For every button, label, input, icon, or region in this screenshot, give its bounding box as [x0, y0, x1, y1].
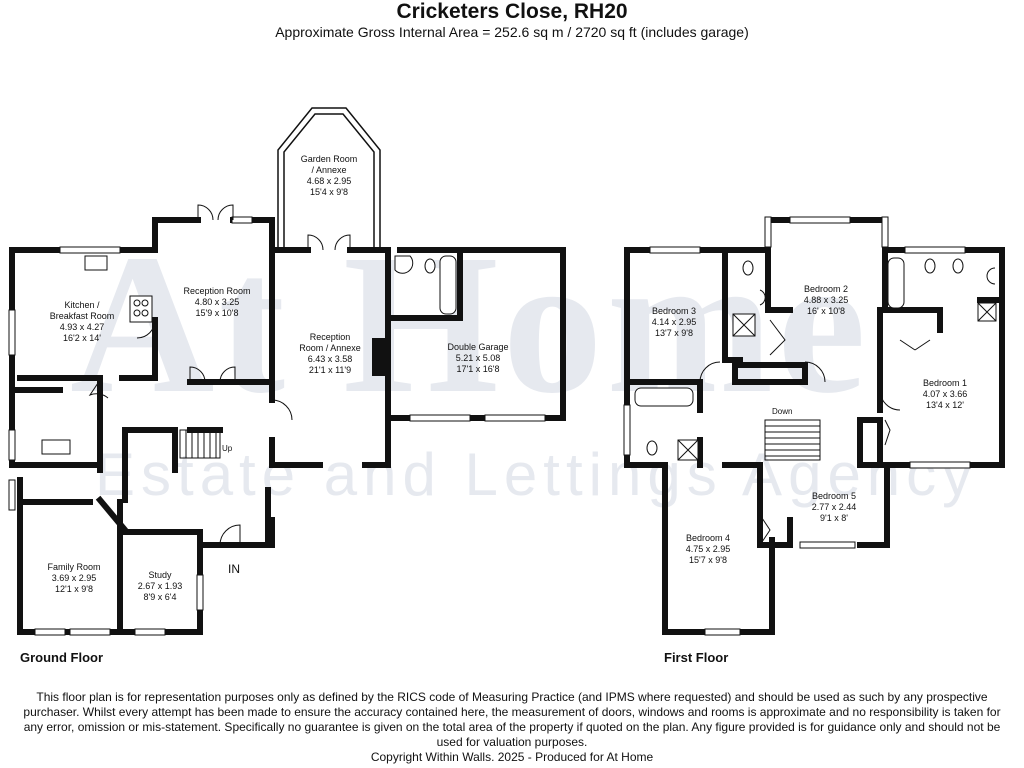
- bedroom1-name: Bedroom 1: [922, 378, 968, 388]
- kitchen-imperial: 16'2 x 14': [63, 333, 101, 343]
- reception-annexe-name: Reception Room / Annexe: [299, 332, 361, 353]
- bedroom4-name: Bedroom 4: [685, 533, 731, 543]
- bedroom3-imperial: 13'7 x 9'8: [655, 328, 693, 338]
- garden-room-name: Garden Room / Annexe: [300, 154, 358, 175]
- study-metric: 2.67 x 1.93: [137, 581, 183, 591]
- reception-annexe-label: Reception Room / Annexe 6.43 x 3.58 21'1…: [299, 332, 361, 376]
- double-garage-imperial: 17'1 x 16'8: [456, 364, 500, 374]
- bedroom4-label: Bedroom 4 4.75 x 2.95 15'7 x 9'8: [686, 533, 731, 566]
- bedroom1-label: Bedroom 1 4.07 x 3.66 13'4 x 12': [923, 378, 968, 411]
- bedroom1-metric: 4.07 x 3.66: [922, 389, 968, 399]
- family-room-label: Family Room 3.69 x 2.95 12'1 x 9'8: [47, 562, 100, 595]
- bedroom2-label: Bedroom 2 4.88 x 3.25 16' x 10'8: [804, 284, 849, 317]
- ground-floor-label: Ground Floor: [20, 650, 104, 665]
- garden-room-label: Garden Room / Annexe 4.68 x 2.95 15'4 x …: [301, 154, 358, 198]
- kitchen-metric: 4.93 x 4.27: [59, 322, 105, 332]
- bedroom5-name: Bedroom 5: [811, 491, 857, 501]
- reception-room-name: Reception Room: [183, 286, 251, 296]
- watermark-tagline: Estate and Lettings Agency: [95, 441, 979, 508]
- reception-annexe-imperial: 21'1 x 11'9: [308, 365, 352, 375]
- copyright-text: Copyright Within Walls. 2025 - Produced …: [370, 750, 654, 764]
- double-garage-label: Double Garage 5.21 x 5.08 17'1 x 16'8: [447, 342, 508, 375]
- bedroom4-metric: 4.75 x 2.95: [685, 544, 731, 554]
- first-floor-label: First Floor: [664, 650, 729, 665]
- first-door-swings: [699, 319, 931, 546]
- ground-stairs: [179, 429, 221, 459]
- garden-room-metric: 4.68 x 2.95: [306, 176, 352, 186]
- annexe-bathroom-fixtures: [394, 255, 457, 315]
- bedroom3-metric: 4.14 x 2.95: [651, 317, 697, 327]
- reception-annexe-metric: 6.43 x 3.58: [307, 354, 353, 364]
- disclaimer-text: This floor plan is for representation pu…: [23, 690, 1001, 749]
- reception-room-imperial: 15'9 x 10'8: [195, 308, 239, 318]
- kitchen-fixtures: [41, 255, 153, 455]
- double-garage-metric: 5.21 x 5.08: [455, 353, 501, 363]
- bedroom4-imperial: 15'7 x 9'8: [689, 555, 727, 565]
- study-name: Study: [148, 570, 172, 580]
- reception-room-metric: 4.80 x 3.25: [194, 297, 240, 307]
- garden-room-imperial: 15'4 x 9'8: [310, 187, 348, 197]
- page-subtitle: Approximate Gross Internal Area = 252.6 …: [275, 24, 749, 40]
- stairs-up-label: Up: [222, 444, 233, 453]
- bedroom5-metric: 2.77 x 2.44: [811, 502, 857, 512]
- family-room-name: Family Room: [47, 562, 101, 572]
- reception-room-label: Reception Room 4.80 x 3.25 15'9 x 10'8: [183, 286, 250, 319]
- study-label: Study 2.67 x 1.93 8'9 x 6'4: [138, 570, 183, 603]
- fireplace-block: [372, 338, 386, 376]
- double-garage-name: Double Garage: [447, 342, 509, 352]
- bedroom5-imperial: 9'1 x 8': [820, 513, 848, 523]
- bedroom2-name: Bedroom 2: [803, 284, 849, 294]
- kitchen-name: Kitchen / Breakfast Room: [49, 300, 115, 321]
- bedroom2-metric: 4.88 x 3.25: [803, 295, 849, 305]
- family-room-metric: 3.69 x 2.95: [51, 573, 97, 583]
- first-windows: [623, 216, 971, 636]
- kitchen-label: Kitchen / Breakfast Room 4.93 x 4.27 16'…: [50, 300, 115, 344]
- bedroom5-label: Bedroom 5 2.77 x 2.44 9'1 x 8': [812, 491, 857, 524]
- first-bathroom-fixtures: [634, 257, 997, 461]
- bedroom1-imperial: 13'4 x 12': [926, 400, 964, 410]
- ground-windows: [8, 216, 546, 636]
- ground-door-swings: [88, 204, 351, 546]
- first-stairs: [764, 419, 821, 461]
- stairs-down-label: Down: [772, 407, 793, 416]
- study-imperial: 8'9 x 6'4: [143, 592, 177, 602]
- page-title: Cricketers Close, RH20: [396, 0, 628, 23]
- family-room-imperial: 12'1 x 9'8: [55, 584, 93, 594]
- bedroom3-label: Bedroom 3 4.14 x 2.95 13'7 x 9'8: [652, 306, 697, 339]
- entrance-label: IN: [228, 562, 240, 576]
- bedroom3-name: Bedroom 3: [651, 306, 697, 316]
- garden-room-outline: [277, 107, 381, 250]
- bedroom2-imperial: 16' x 10'8: [807, 306, 845, 316]
